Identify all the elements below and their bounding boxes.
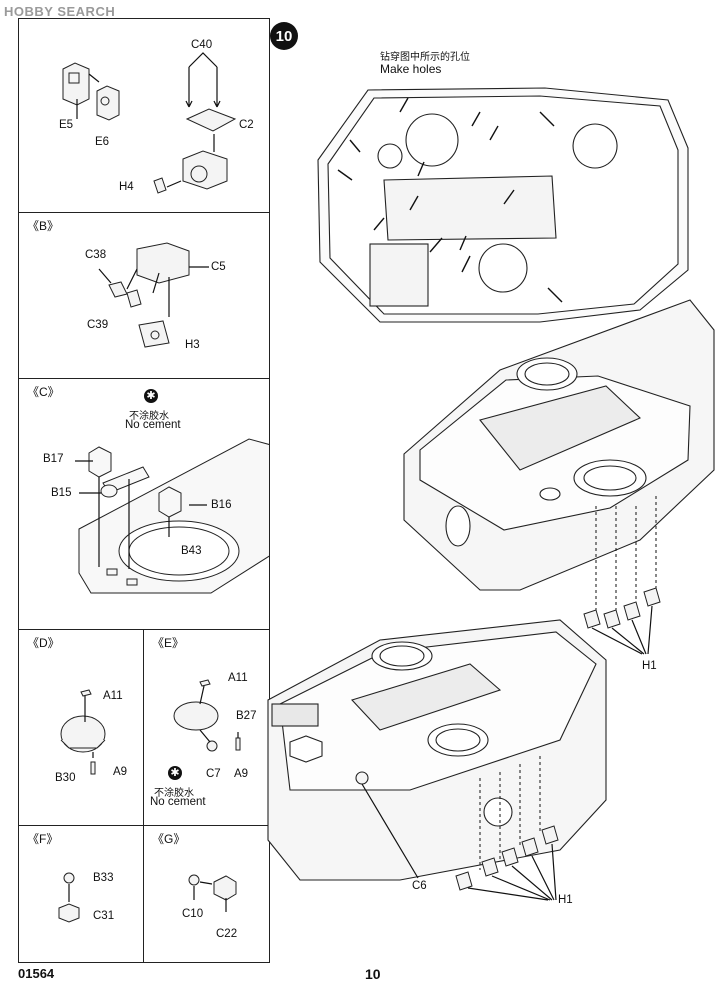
label-c39: C39 — [87, 319, 109, 331]
f-parts-drawing — [58, 872, 80, 923]
panel-f-title: 《F》 — [27, 832, 59, 846]
label-c6: C6 — [412, 880, 427, 892]
label-h1-upper: H1 — [642, 660, 657, 672]
step-note-cn: 钻穿图中所示的孔位 — [380, 52, 470, 63]
label-b17: B17 — [43, 453, 64, 465]
label-b33: B33 — [93, 872, 114, 884]
step-note-en: Make holes — [380, 62, 442, 76]
label-e-b27: B27 — [236, 710, 257, 722]
label-e6: E6 — [95, 136, 110, 148]
panel-b: 《B》 C38 C5 C39 H3 — [18, 212, 270, 379]
label-c5: C5 — [211, 261, 226, 273]
label-c31: C31 — [93, 910, 115, 922]
label-d-a11: A11 — [103, 690, 123, 702]
label-b15: B15 — [51, 487, 72, 499]
watermark: HOBBY SEARCH — [4, 4, 116, 19]
panel-g-title: 《G》 — [152, 832, 186, 846]
c-parts-drawing — [75, 438, 269, 594]
label-e-c7: C7 — [206, 768, 221, 780]
panel-g: 《G》 C10 C22 — [143, 825, 270, 963]
panel-e-title: 《E》 — [152, 636, 185, 650]
label-c22: C22 — [216, 928, 238, 940]
panel-top: C40 C2 E5 E6 H4 — [18, 18, 270, 213]
d-parts-drawing — [60, 689, 106, 775]
label-e-a9: A9 — [234, 768, 249, 780]
label-c10: C10 — [182, 908, 204, 920]
panel-b-title: 《B》 — [27, 219, 60, 233]
label-h3: H3 — [185, 339, 200, 351]
page-number: 10 — [365, 966, 381, 982]
catalog-number: 01564 — [18, 966, 55, 981]
label-b43: B43 — [181, 545, 202, 557]
e-cement-cn: 不涂胶水 — [154, 788, 194, 799]
no-cement-icon-e: ✱ — [168, 766, 182, 780]
label-c38: C38 — [85, 249, 107, 261]
label-d-a9: A9 — [113, 766, 128, 778]
step-number-badge: 10 — [270, 22, 298, 50]
panel-c-title: 《C》 — [27, 385, 60, 399]
label-c2: C2 — [239, 119, 254, 131]
panel-d-title: 《D》 — [27, 636, 60, 650]
b-parts-drawing — [98, 242, 209, 348]
label-e-a11: A11 — [228, 672, 248, 684]
g-parts-drawing — [188, 874, 237, 912]
c-cement-cn: 不涂胶水 — [129, 411, 169, 422]
panel-f: 《F》 B33 C31 — [18, 825, 144, 963]
e-parts-drawing — [173, 679, 241, 752]
label-h1-lower: H1 — [558, 894, 573, 906]
no-cement-icon: ✱ — [144, 389, 158, 403]
label-d-b30: B30 — [55, 772, 76, 784]
panel-c: 《C》 ✱ 不涂胶水 No cement B17 B15 B16 B43 — [18, 378, 270, 630]
panel-d: 《D》 A11 B30 A9 — [18, 629, 144, 826]
top-parts-drawing — [62, 52, 237, 194]
label-b16: B16 — [211, 499, 232, 511]
label-c40: C40 — [191, 39, 213, 51]
label-h4: H4 — [119, 181, 134, 193]
e-cement-en: No cement — [150, 796, 206, 808]
label-e5: E5 — [59, 119, 74, 131]
c-cement-en: No cement — [125, 419, 181, 431]
